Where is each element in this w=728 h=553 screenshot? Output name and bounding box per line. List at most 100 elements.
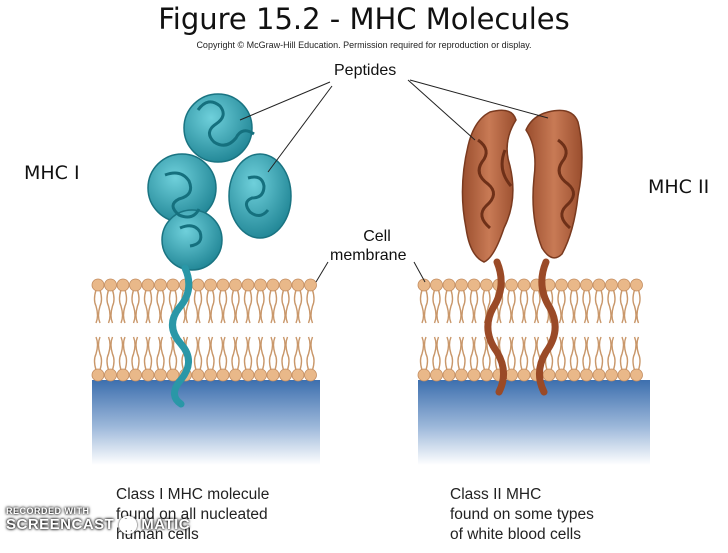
record-icon <box>118 516 137 534</box>
cytoplasm-left <box>92 380 320 465</box>
lipid-tail <box>143 289 149 324</box>
lipid-head <box>254 368 267 382</box>
lipid-tail <box>423 289 429 324</box>
lipid-tail <box>231 289 236 324</box>
lipid-tail <box>310 336 315 371</box>
lipid-tail <box>598 336 604 371</box>
lipid-tail <box>607 336 612 371</box>
lipid-head <box>266 368 280 382</box>
figure-title: Figure 15.2 - MHC Molecules <box>158 2 570 36</box>
lipid-tail <box>135 336 140 371</box>
membrane-right <box>417 278 643 382</box>
lipid-tail <box>469 289 475 324</box>
lipid-tail <box>444 289 450 324</box>
lipid-tail <box>143 336 149 371</box>
lipid-head <box>467 278 481 292</box>
lipid-head <box>442 368 456 382</box>
lipid-tail <box>594 336 600 371</box>
lipid-head <box>229 278 242 292</box>
lipid-tail <box>218 289 224 324</box>
lipid-head <box>567 278 581 292</box>
membrane-label: membrane <box>330 247 407 264</box>
lipid-head <box>216 368 230 382</box>
lipid-tail <box>636 289 641 324</box>
peptides-label: Peptides <box>334 62 397 79</box>
lipid-head <box>116 368 130 382</box>
mhc2-beta-tail <box>536 258 559 396</box>
lipid-head <box>455 368 468 382</box>
lipid-head <box>592 278 606 292</box>
lipid-head <box>430 368 443 382</box>
lipid-tail <box>619 336 625 371</box>
lipid-tail <box>310 289 315 324</box>
lipid-tail <box>432 289 437 324</box>
lipid-tail <box>607 289 612 324</box>
lipid-tail <box>210 336 215 371</box>
lipid-head <box>617 278 631 292</box>
lipid-tail <box>160 336 165 371</box>
lipid-head <box>480 278 493 292</box>
lipid-tail <box>293 336 299 371</box>
lipid-head <box>154 278 167 292</box>
lipid-tail <box>256 289 261 324</box>
lipid-tail <box>523 289 529 324</box>
lipid-tail <box>611 289 616 324</box>
lipid-tail <box>561 289 566 324</box>
screencast-watermark: RECORDED WITH SCREENCAST MATIC <box>6 506 190 534</box>
lipid-tail <box>557 336 562 371</box>
lipid-tail <box>147 289 153 324</box>
lipid-head <box>216 278 230 292</box>
lipid-tail <box>297 336 303 371</box>
lipid-head <box>91 278 105 292</box>
lipid-tail <box>473 289 479 324</box>
lipid-head <box>517 278 531 292</box>
lipid-head <box>279 278 292 292</box>
mhc2-alpha-tail <box>484 258 507 396</box>
lipid-tail <box>632 289 637 324</box>
lipid-tail <box>536 289 541 324</box>
lipid-tail <box>519 289 525 324</box>
lipid-head <box>191 368 205 382</box>
lipid-tail <box>561 336 566 371</box>
watermark-brand: SCREENCAST <box>6 516 115 534</box>
lipid-tail <box>206 336 211 371</box>
lipid-tail <box>594 289 600 324</box>
lipid-head <box>241 278 255 292</box>
lipid-tail <box>256 336 261 371</box>
lipid-tail <box>160 289 165 324</box>
lipid-tail <box>461 336 466 371</box>
mhc1-transmembrane-tail <box>169 264 193 408</box>
lipid-head <box>417 368 431 382</box>
lipid-tail <box>482 336 487 371</box>
lipid-tail <box>448 289 454 324</box>
class2-caption: Class II MHC found on some types of whit… <box>450 485 594 545</box>
lipid-tail <box>436 336 441 371</box>
class2-caption-line: found on some types <box>450 506 594 523</box>
mhc2-peptide <box>500 149 513 187</box>
lipid-tail <box>110 336 115 371</box>
lipid-head <box>605 278 618 292</box>
lipid-head <box>129 278 142 292</box>
class1-caption-line: Class I MHC molecule <box>116 486 270 503</box>
lipid-tail <box>436 289 441 324</box>
class2-caption-line: Class II MHC <box>450 486 542 503</box>
lipid-tail <box>268 336 274 371</box>
lipid-head <box>104 368 117 382</box>
lipid-head <box>430 278 443 292</box>
lipid-tail <box>222 336 228 371</box>
class1-caption-line: found on all nucleated <box>116 506 268 523</box>
lipid-tail <box>457 289 462 324</box>
lipid-tail <box>511 336 516 371</box>
lipid-tail <box>122 289 128 324</box>
lipid-head <box>154 368 167 382</box>
lipid-tail <box>285 289 290 324</box>
copyright-notice: Copyright © McGraw-Hill Education. Permi… <box>196 40 532 50</box>
lipid-tail <box>268 289 274 324</box>
membrane-left <box>91 278 317 382</box>
lipid-tail <box>457 336 462 371</box>
lipid-head <box>630 368 643 382</box>
lipid-tail <box>569 336 575 371</box>
lipid-head <box>141 278 155 292</box>
lipid-tail <box>206 289 211 324</box>
lipid-head <box>505 278 518 292</box>
